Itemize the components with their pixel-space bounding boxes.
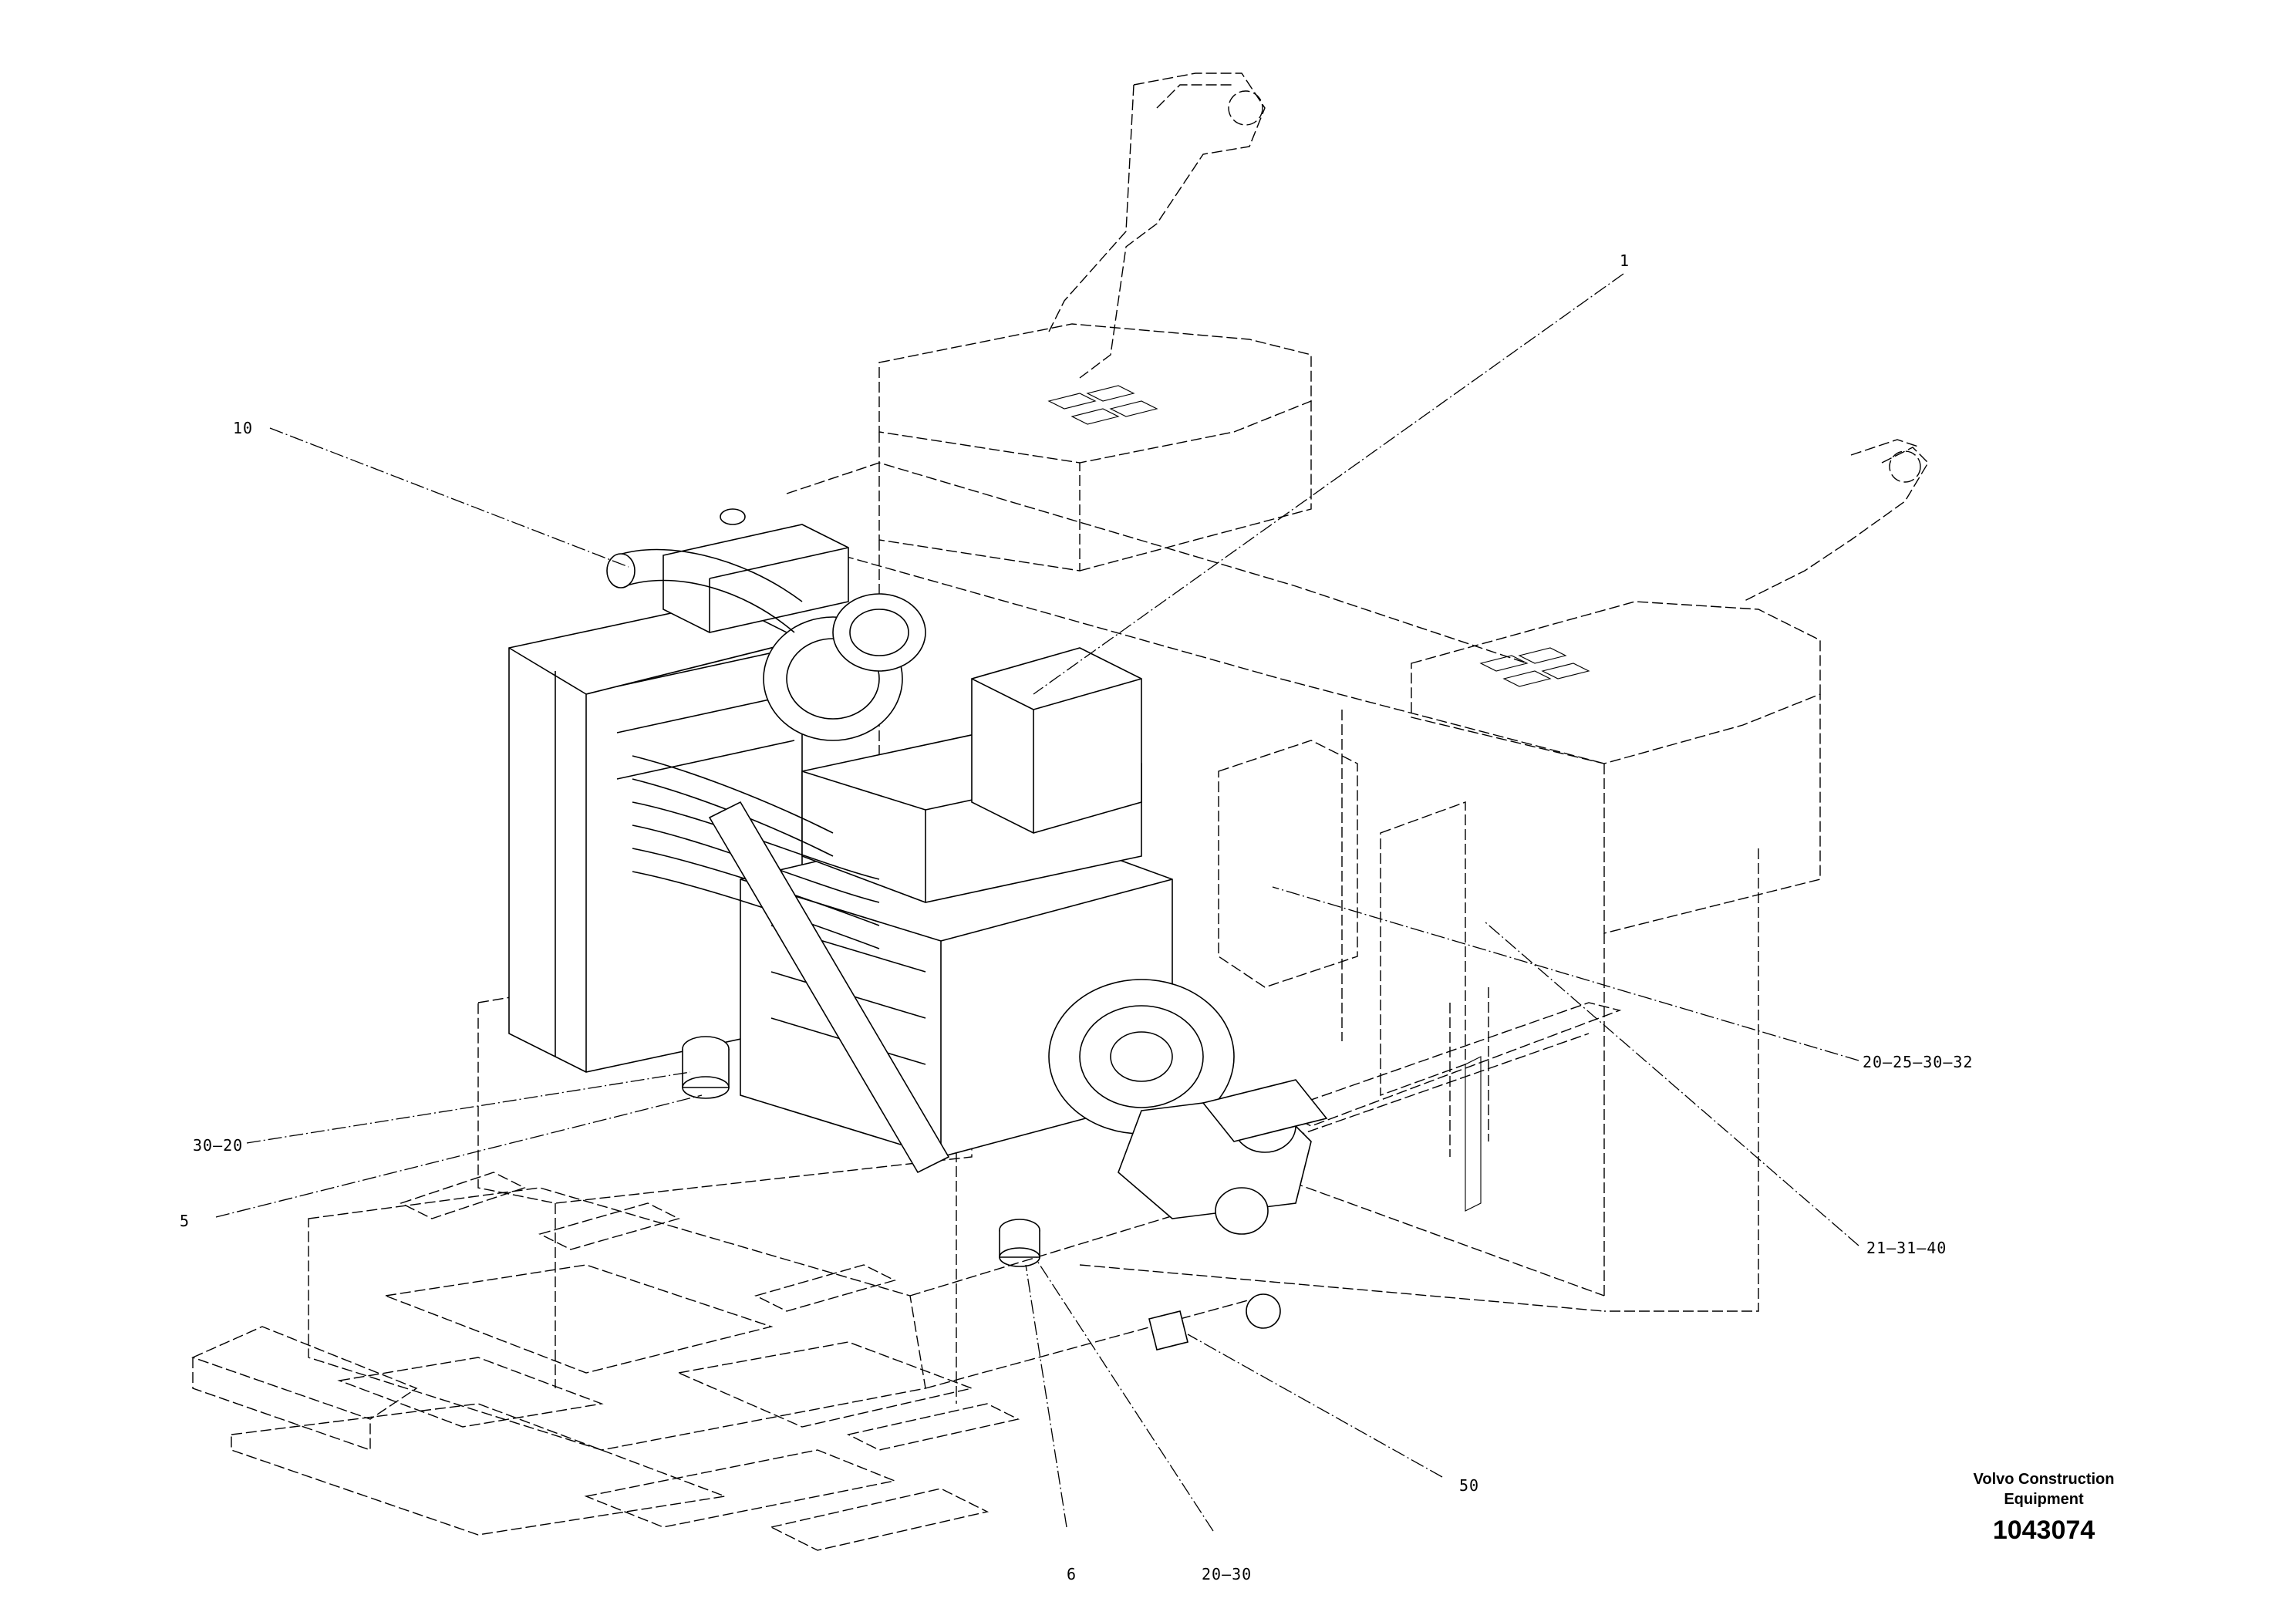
plug-cap — [1246, 1293, 1281, 1329]
leader-lines — [215, 273, 1859, 1532]
leader-20-25-30-32 — [1272, 886, 1859, 1061]
callout-1: 1 — [1620, 251, 1630, 270]
leader-5 — [215, 1094, 703, 1218]
company-name-line1: Volvo Construction — [1973, 1471, 2115, 1488]
callout-21-31-40: 21–31–40 — [1866, 1239, 1947, 1257]
engine-mount-front — [999, 1219, 1040, 1267]
cooling-package — [508, 508, 849, 1073]
rear-frame-phantom — [786, 73, 1929, 1312]
callout-20-25-30-32: 20–25–30–32 — [1863, 1053, 1973, 1071]
engine-assembly — [606, 548, 1328, 1235]
leader-1 — [1033, 273, 1624, 695]
callout-30-20: 30–20 — [193, 1136, 243, 1155]
callout-labels: 1 10 20–25–30–32 30–20 5 21–31–40 50 6 2… — [180, 251, 1973, 1583]
leader-21-31-40 — [1484, 921, 1859, 1246]
engine-mount-right — [1148, 1310, 1188, 1351]
leader-20-30 — [1037, 1260, 1214, 1532]
callout-5: 5 — [180, 1212, 190, 1230]
leader-30-20 — [246, 1071, 691, 1144]
leader-50 — [1187, 1334, 1443, 1478]
callout-10: 10 — [233, 419, 253, 437]
leader-6 — [1025, 1264, 1067, 1528]
title-block: Volvo Construction Equipment 1043074 — [1866, 1469, 2221, 1548]
callout-6: 6 — [1067, 1565, 1077, 1583]
callout-50: 50 — [1459, 1476, 1479, 1495]
callout-20-30: 20–30 — [1202, 1565, 1252, 1583]
company-name-line2: Equipment — [2004, 1491, 2084, 1508]
engine-mounts — [682, 1036, 1281, 1351]
engine-mount-left — [682, 1036, 730, 1099]
drawing-number: 1043074 — [1992, 1516, 2095, 1545]
leader-10 — [269, 427, 629, 568]
